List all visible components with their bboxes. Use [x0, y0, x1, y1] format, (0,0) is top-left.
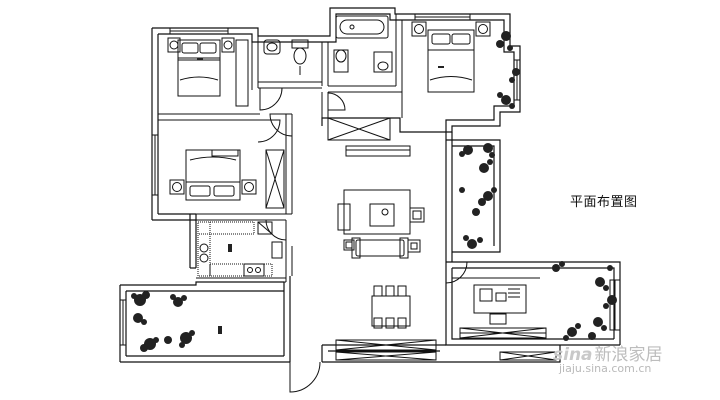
plant-cluster — [496, 31, 520, 109]
plants — [131, 31, 617, 352]
bathroom-2-fixtures — [333, 15, 393, 73]
bedroom-1-furniture — [167, 37, 249, 107]
windows — [119, 13, 621, 346]
doors — [257, 87, 468, 393]
bathroom-1-fixtures — [263, 39, 309, 75]
master-bedroom-furniture — [327, 21, 491, 157]
living-room-furniture — [337, 189, 425, 259]
sina-logo: sina — [553, 345, 593, 365]
plant-cluster — [552, 261, 617, 341]
sliding-panels — [335, 327, 557, 361]
watermark-text: 新浪家居 — [594, 345, 663, 365]
room-marks — [197, 58, 444, 334]
study-furniture — [452, 277, 540, 325]
outer-walls — [119, 7, 621, 363]
interior-walls — [158, 14, 403, 283]
kitchen-fixtures — [197, 221, 283, 277]
plant-cluster — [459, 143, 497, 249]
plant-cluster — [131, 291, 195, 352]
bedroom-2-furniture — [169, 149, 285, 209]
watermark-url: jiaju.sina.com.cn — [559, 362, 652, 375]
plan-title: 平面布置图 — [570, 195, 638, 210]
dining-furniture — [371, 285, 411, 329]
